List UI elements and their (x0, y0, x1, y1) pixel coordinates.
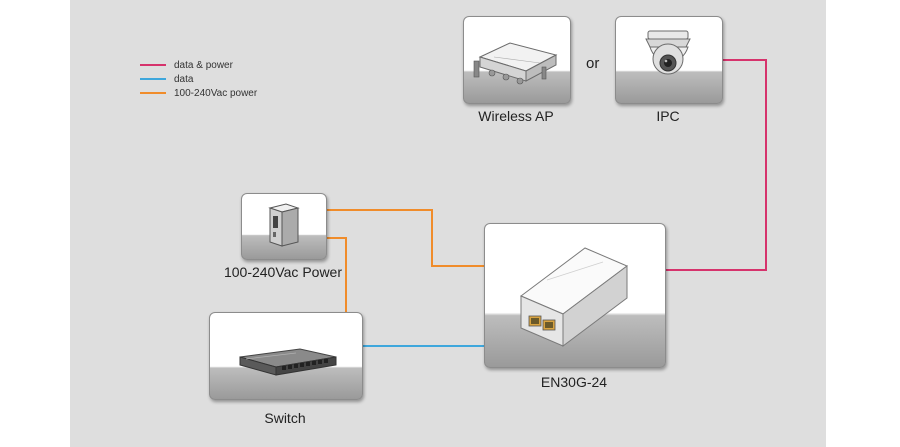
legend-label: data (174, 73, 194, 85)
wireless-ap-icon (473, 42, 558, 85)
switch-box (209, 312, 363, 400)
legend-swatch-ac-power (140, 92, 166, 94)
wire-ac-power-to-injector (326, 209, 484, 267)
switch-label: Switch (264, 410, 306, 426)
power-box (241, 193, 327, 260)
injector-box (484, 223, 666, 368)
legend-label: 100-240Vac power (174, 87, 258, 99)
legend-item-data-power: data & power (140, 58, 257, 72)
injector-label: EN30G-24 (540, 374, 608, 390)
power-label: 100-240Vac Power (223, 264, 343, 280)
dome-camera-icon (645, 30, 691, 75)
network-switch-icon (239, 348, 337, 376)
legend-swatch-data-power (140, 64, 166, 66)
legend-label: data & power (174, 59, 233, 71)
wire-injector-to-ipc-data-power (664, 59, 767, 271)
ipc-label: IPC (656, 108, 680, 124)
legend-item-ac-power: 100-240Vac power (140, 86, 257, 100)
wire-ac-power-to-switch (326, 237, 347, 312)
wireless-ap-label: Wireless AP (478, 108, 554, 124)
wireless-ap-box (463, 16, 571, 104)
legend: data & power data 100-240Vac power (140, 58, 257, 100)
legend-swatch-data (140, 78, 166, 80)
or-text: or (586, 55, 600, 72)
legend-item-data: data (140, 72, 257, 86)
power-outlet-icon (268, 203, 300, 247)
poe-injector-icon (520, 247, 628, 347)
ipc-box (615, 16, 723, 104)
